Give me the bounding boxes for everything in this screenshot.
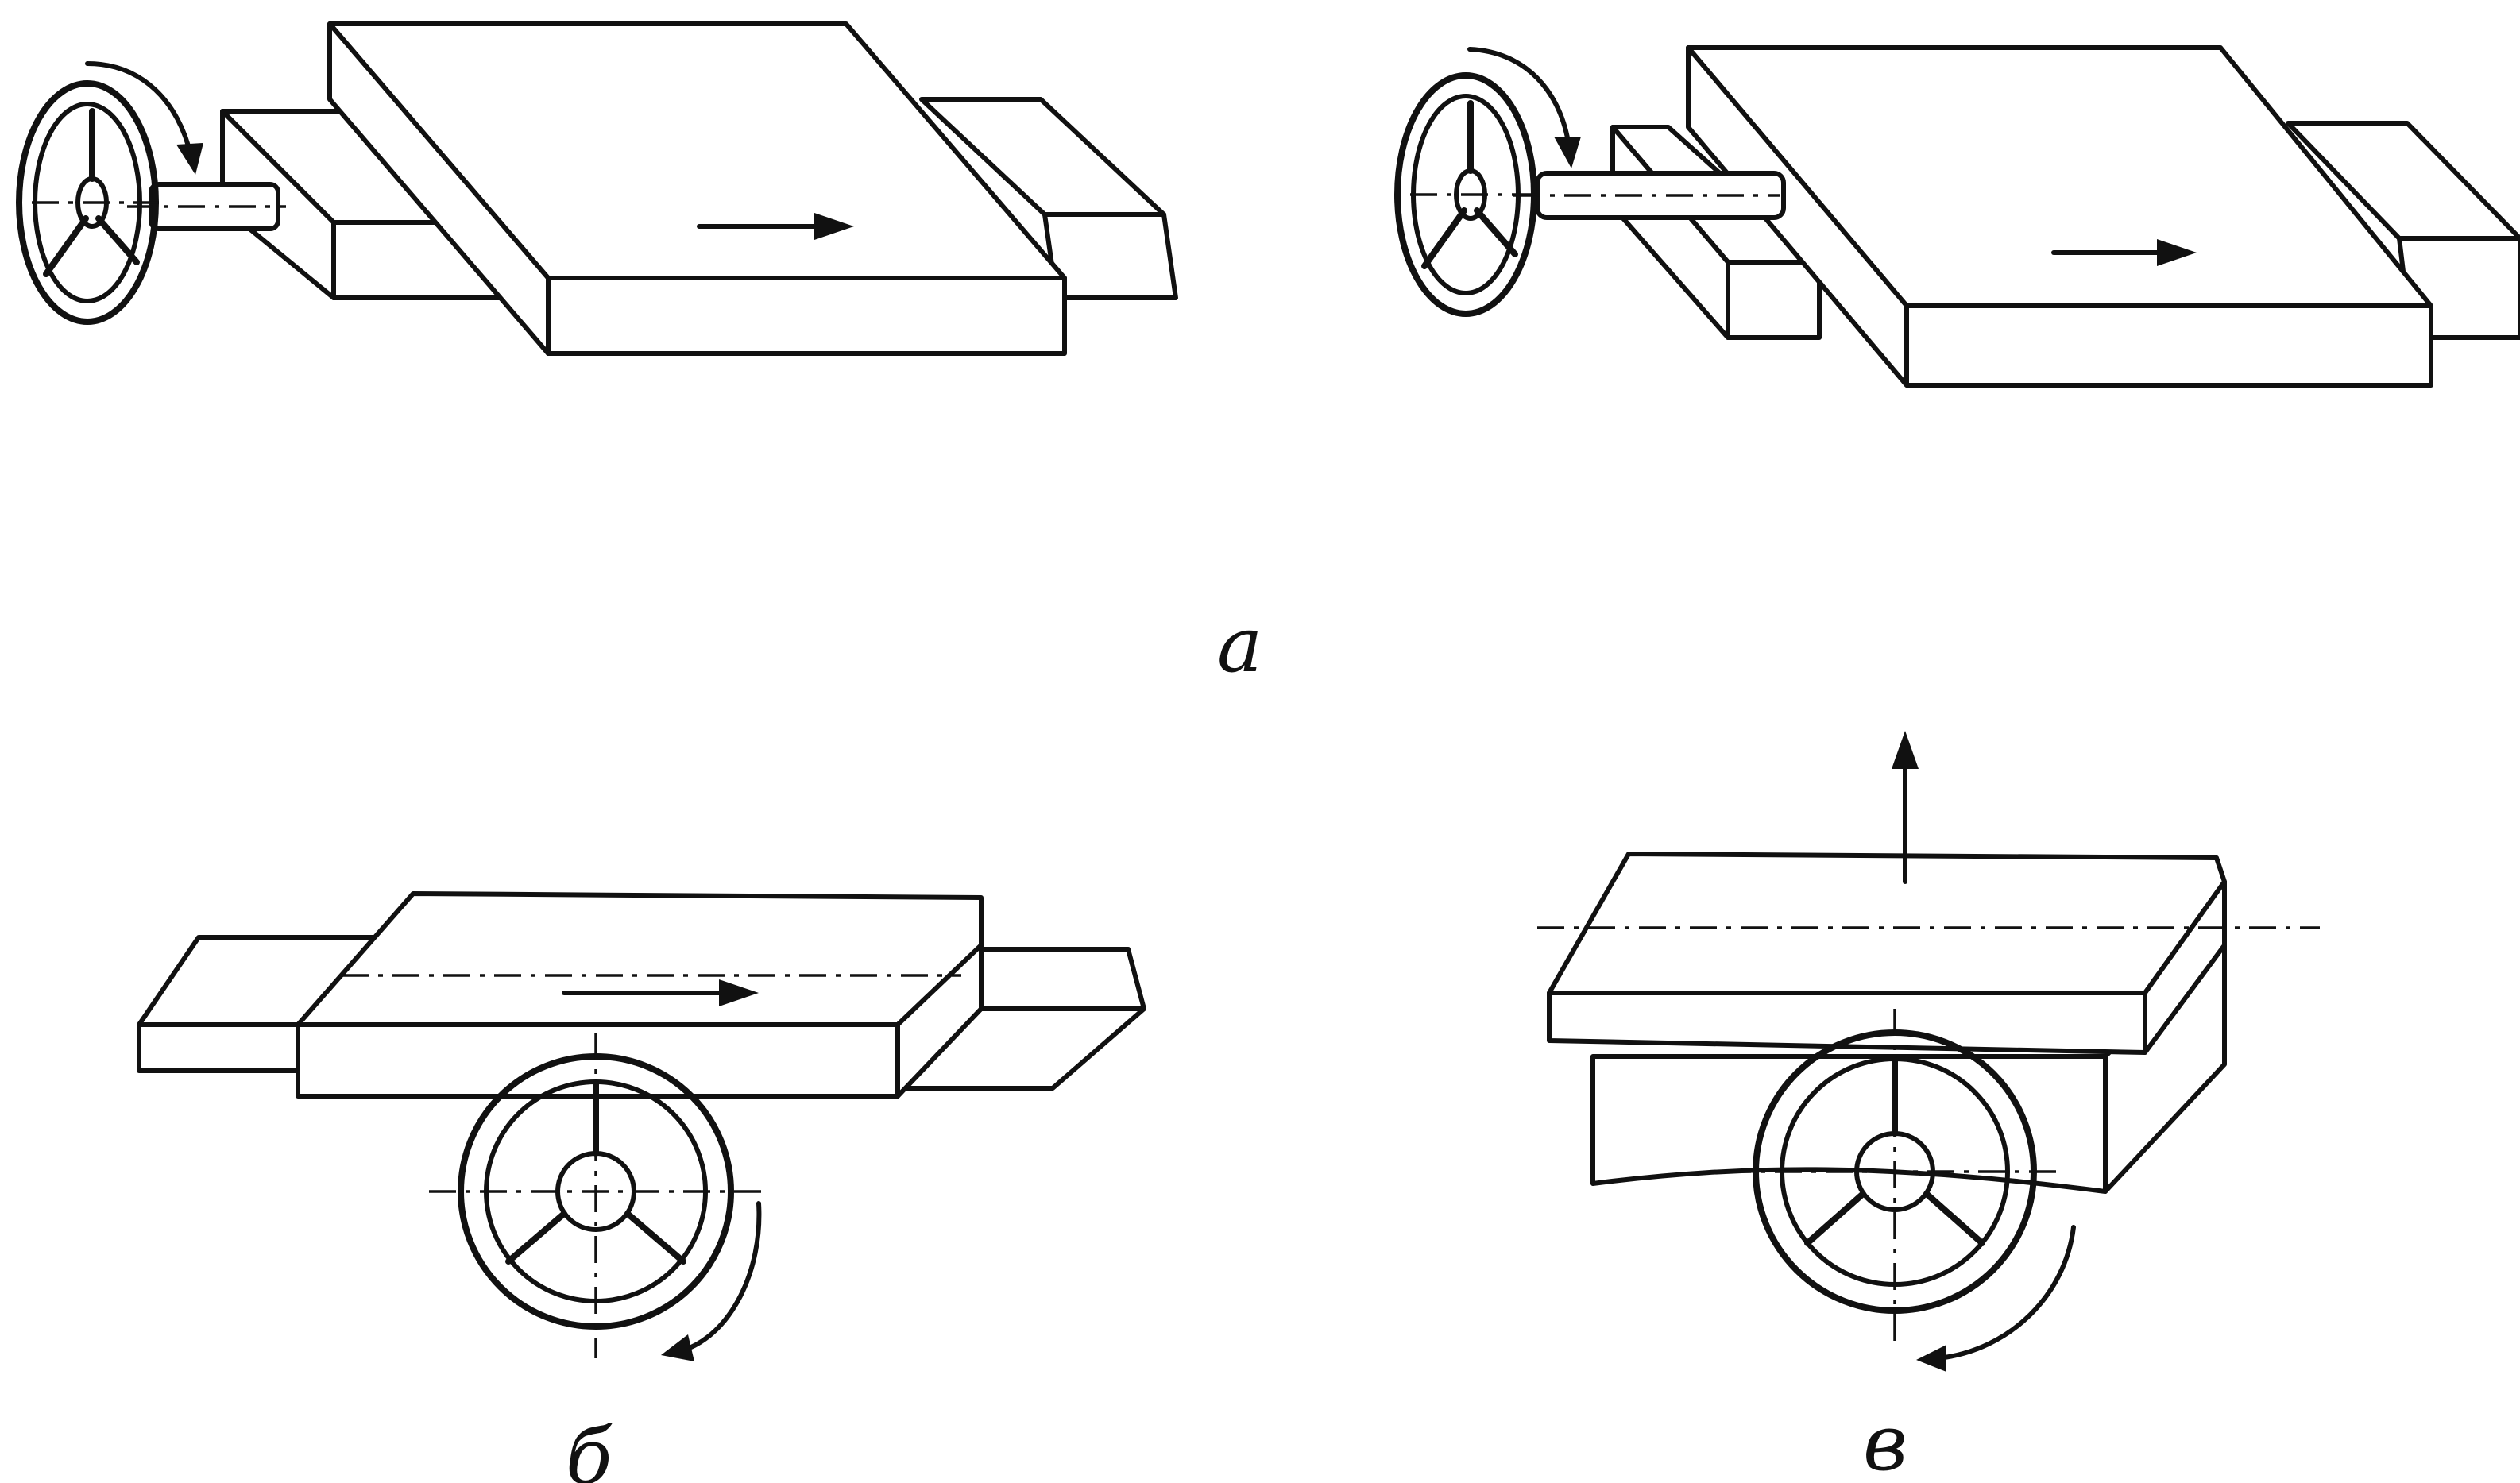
figure-label-a: а (1217, 601, 1262, 689)
figure-a-right (1394, 45, 2520, 388)
handwheel (16, 80, 159, 325)
rotation-arrow (85, 61, 203, 175)
bracket-body (1590, 935, 2227, 1194)
rotation-arrow (1916, 1225, 2076, 1372)
sliding-table (1537, 852, 2320, 1055)
figure-v (1537, 731, 2320, 1372)
movement-arrow (697, 213, 854, 240)
movement-arrow (2051, 239, 2197, 266)
sliding-table (1686, 45, 2433, 388)
figure-label-v: в (1863, 1399, 1907, 1483)
lead-screw-shaft (1513, 171, 1786, 220)
handwheel (1394, 72, 1537, 317)
sliding-table (327, 21, 1067, 356)
lead-screw-shaft (127, 182, 286, 231)
rotation-arrow (661, 1201, 762, 1361)
figure-label-b: б (566, 1412, 613, 1483)
handwheel (429, 1033, 763, 1358)
movement-arrow (1892, 731, 1919, 884)
movement-arrow (562, 979, 759, 1006)
figure-a-left (16, 21, 1178, 356)
rotation-arrow (1467, 47, 1581, 168)
sliding-table (296, 891, 984, 1099)
figure-b (137, 891, 1146, 1361)
handwheel (1724, 1009, 2066, 1342)
